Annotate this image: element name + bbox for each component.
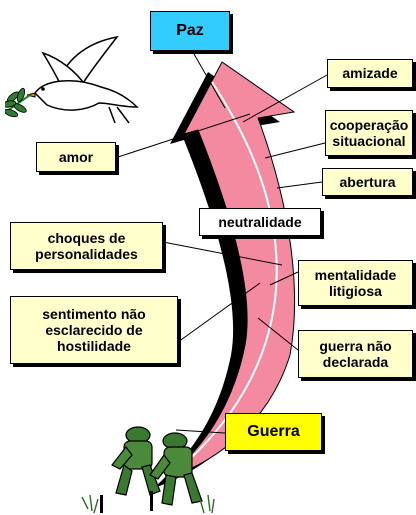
sentimento-hostilidade-box: sentimento não esclarecido de hostilidad… [10, 296, 178, 364]
arrow-body [167, 61, 296, 479]
choques-personalidades-box: choques de personalidades [10, 222, 163, 270]
guerra-box: Guerra [225, 413, 322, 451]
abertura-box: abertura [322, 168, 413, 196]
mentalidade-litigiosa-box: mentalidade litigiosa [298, 260, 413, 306]
neutralidade-box: neutralidade [199, 208, 321, 236]
guerra-nao-declarada-box: guerra não declarada [298, 330, 413, 378]
cooperacao-situacional-box: cooperação situacional [325, 110, 413, 156]
connector-lines [117, 53, 328, 434]
paz-box: Paz [150, 11, 230, 51]
dove-icon [5, 35, 139, 124]
soldiers-icon [81, 426, 215, 514]
amor-box: amor [36, 142, 116, 172]
amizade-box: amizade [327, 59, 413, 88]
